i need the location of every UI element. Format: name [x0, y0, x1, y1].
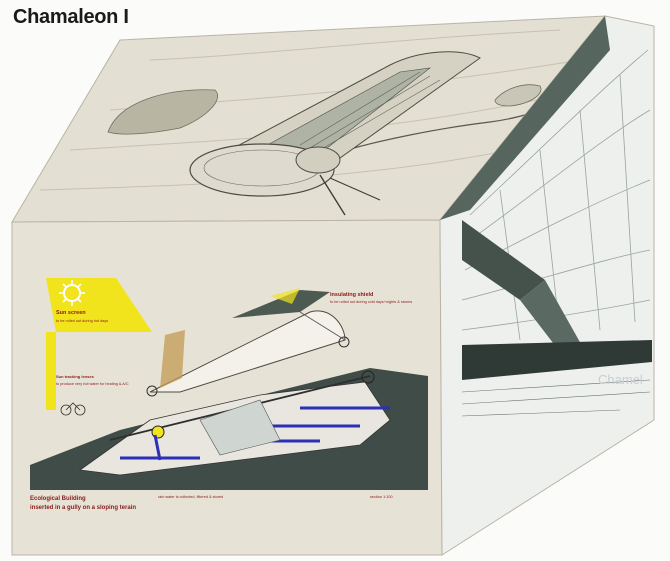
sun-screen-note: to be rolled out during hot days — [56, 319, 108, 323]
bicycle-doodle — [60, 402, 86, 416]
sun-screen-label: Sun screen — [56, 310, 86, 316]
water-note: rain water is collected, filtered & stor… — [158, 495, 223, 499]
sun-screen-shape — [46, 278, 152, 332]
cube-side-face: Chamel — [439, 15, 655, 556]
sun-icon — [63, 284, 81, 302]
cube-top-face — [11, 15, 607, 223]
insulating-shield-label: insulating shield — [330, 292, 373, 298]
sun-lenses-label: Sun tracking lenses — [56, 374, 95, 379]
sun-lenses-note: to produce very hot water for heating & … — [56, 382, 129, 386]
page-title: Chamaleon I — [13, 6, 129, 28]
section-credit: section 1:100 — [370, 495, 393, 499]
cube-front-face: Sun screen to be rolled out during hot d… — [11, 219, 443, 556]
insulating-shield-note: to be rolled out during cold days+nights… — [330, 300, 412, 304]
caption-line-1: Ecological Building — [30, 496, 86, 502]
ghost-text: Chamel — [598, 372, 643, 387]
caption-line-2: inserted in a gully on a sloping terain — [30, 505, 136, 511]
